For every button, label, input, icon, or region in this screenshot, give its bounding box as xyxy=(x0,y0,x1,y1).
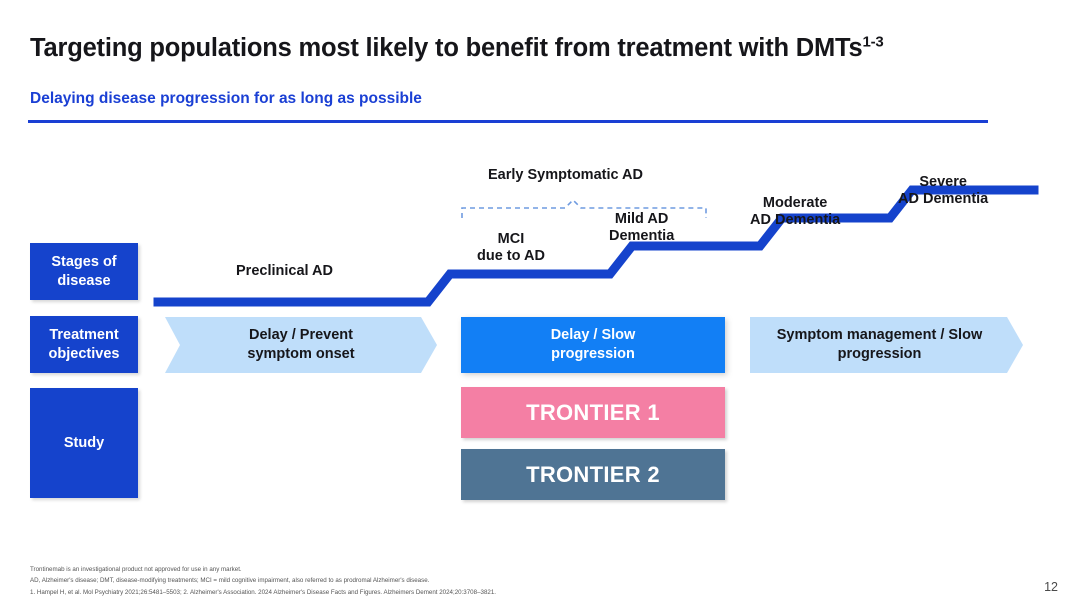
page-title-superscript: 1-3 xyxy=(862,33,884,51)
stage-label-mild-line1: Mild AD xyxy=(614,211,669,227)
stage-label-moderate-ad-dementia: Moderate AD Dementia xyxy=(750,195,840,230)
category-box-study: Study xyxy=(30,388,138,498)
disease-progression-staircase xyxy=(153,185,1039,307)
page-number: 12 xyxy=(1044,580,1058,594)
footnote-line-2: AD, Alzheimer's disease; DMT, disease-mo… xyxy=(30,577,430,585)
stage-label-severe-line1: Severe xyxy=(919,174,967,190)
page-subtitle: Delaying disease progression for as long… xyxy=(30,90,422,107)
stage-label-preclinical-ad: Preclinical AD xyxy=(236,263,333,280)
stage-label-mci-due-to-ad: MCI due to AD xyxy=(477,231,545,266)
study-bar-trontier-2: TRONTIER 2 xyxy=(461,449,725,500)
page-title-text: Targeting populations most likely to ben… xyxy=(30,34,863,62)
stage-bracket-label-early-symptomatic-ad: Early Symptomatic AD xyxy=(488,167,643,183)
staircase-line xyxy=(153,185,1039,307)
footnotes: Trontinemab is an investigational produc… xyxy=(30,564,496,598)
stage-label-moderate-line2: AD Dementia xyxy=(750,212,841,229)
study-bar-trontier-1: TRONTIER 1 xyxy=(461,387,725,438)
category-box-treatment-objectives: Treatment objectives xyxy=(30,316,138,373)
stage-label-moderate-line1: Moderate xyxy=(762,195,828,211)
category-box-stages-of-disease: Stages of disease xyxy=(30,243,138,300)
stage-label-preclinical-line: Preclinical AD xyxy=(236,263,333,279)
stage-label-severe-line2: AD Dementia xyxy=(898,191,989,208)
stage-label-mild-line2: Dementia xyxy=(609,228,675,245)
stage-label-mild-ad-dementia: Mild AD Dementia xyxy=(609,211,674,246)
footnote-line-3: 1. Hampel H, et al. Mol Psychiatry 2021;… xyxy=(30,588,496,596)
category-label-treatment: Treatment objectives xyxy=(48,327,120,362)
footnote-line-1: Trontinemab is an investigational produc… xyxy=(30,566,242,574)
early-symptomatic-bracket xyxy=(461,198,707,218)
header-divider xyxy=(28,120,988,123)
category-label-study: Study xyxy=(63,434,105,451)
stage-label-mci-line2: due to AD xyxy=(477,248,545,265)
category-label-stages: Stages of disease xyxy=(51,254,117,289)
stage-label-mci-line1: MCI xyxy=(497,231,525,247)
page-title: Targeting populations most likely to ben… xyxy=(30,34,884,63)
stage-label-severe-ad-dementia: Severe AD Dementia xyxy=(898,174,988,209)
